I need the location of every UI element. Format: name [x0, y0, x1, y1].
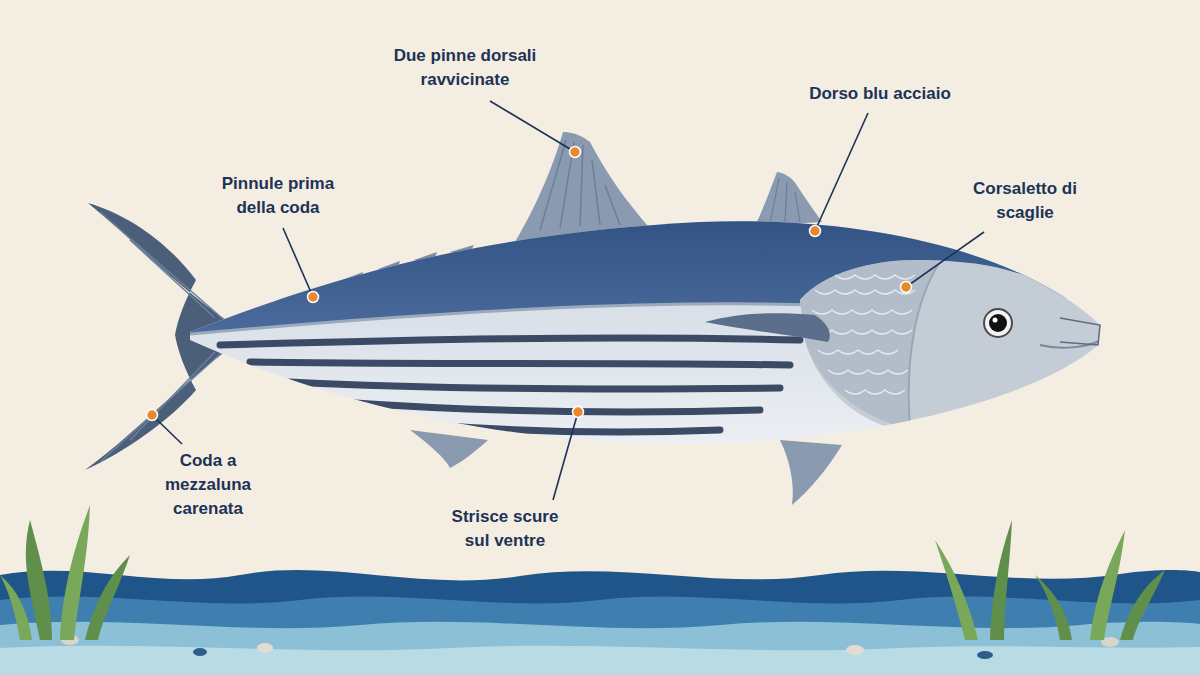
pectoral-fin: [705, 313, 830, 342]
mouth-line: [1060, 318, 1100, 345]
part-label: Coda a mezzaluna carenata: [154, 449, 262, 520]
part-label: Corsaletto di scaglie: [971, 177, 1079, 225]
part-label: Pinnule prima della coda: [208, 172, 348, 220]
part-label: Dorso blu acciaio: [809, 82, 951, 106]
fish-body: [180, 200, 1120, 460]
part-label: Due pinne dorsali ravvicinate: [378, 44, 553, 92]
water-waves: [0, 570, 1200, 675]
seagrass: [0, 505, 1165, 640]
callout-dots: [147, 147, 912, 421]
leader-lines: [152, 101, 984, 500]
part-label: Strisce scure sul ventre: [438, 505, 573, 553]
eye: [984, 309, 1012, 337]
